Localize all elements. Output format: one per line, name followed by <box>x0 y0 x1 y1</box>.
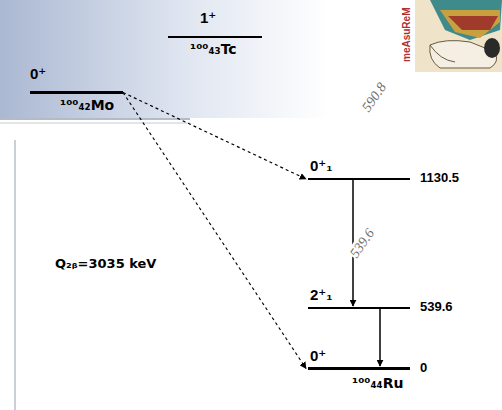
energy-level: 0⁺0¹⁰⁰₄₄Ru <box>308 350 410 370</box>
spin-parity: 0⁺ <box>30 66 46 83</box>
level-line <box>308 307 410 309</box>
beta-decay-arrow <box>123 93 306 369</box>
level-energy: 539.6 <box>420 300 453 314</box>
q-value: Q₂ᵦ=3035 keV <box>55 257 156 271</box>
level-energy: 1130.5 <box>420 171 459 185</box>
nuclide-name: ¹⁰⁰₄₂Mo <box>60 98 114 113</box>
nuclide-name: ¹⁰⁰₄₃Tc <box>190 42 237 57</box>
spin-parity: 0⁺₁ <box>310 158 332 175</box>
beta-decay-arrow <box>123 93 306 180</box>
level-line <box>30 91 123 94</box>
energy-level: 1⁺¹⁰⁰₄₃Tc <box>168 18 262 38</box>
header-band <box>0 0 330 118</box>
level-energy: 0 <box>420 361 427 375</box>
egyptian-picture <box>415 0 502 72</box>
spin-parity: 0⁺ <box>310 348 326 365</box>
rule <box>0 123 190 124</box>
level-line <box>168 36 262 38</box>
spin-parity: 2⁺₁ <box>310 287 332 304</box>
handwritten-energy: 590.8 <box>358 79 390 115</box>
rule <box>0 118 190 120</box>
level-line <box>308 178 410 180</box>
nuclide-name: ¹⁰⁰₄₄Ru <box>352 376 403 391</box>
handwritten-energy: 539.6 <box>346 225 378 261</box>
energy-level: 0⁺¹⁰⁰₄₂Mo <box>30 74 123 94</box>
frame-line <box>14 140 16 410</box>
level-line <box>308 367 410 370</box>
gamma-transition-arrow <box>379 309 381 366</box>
energy-level: 0⁺₁1130.5 <box>308 160 410 180</box>
spin-parity: 1⁺ <box>200 10 216 27</box>
watermark: meAsuReM <box>401 8 412 62</box>
energy-level: 2⁺₁539.6 <box>308 289 410 309</box>
